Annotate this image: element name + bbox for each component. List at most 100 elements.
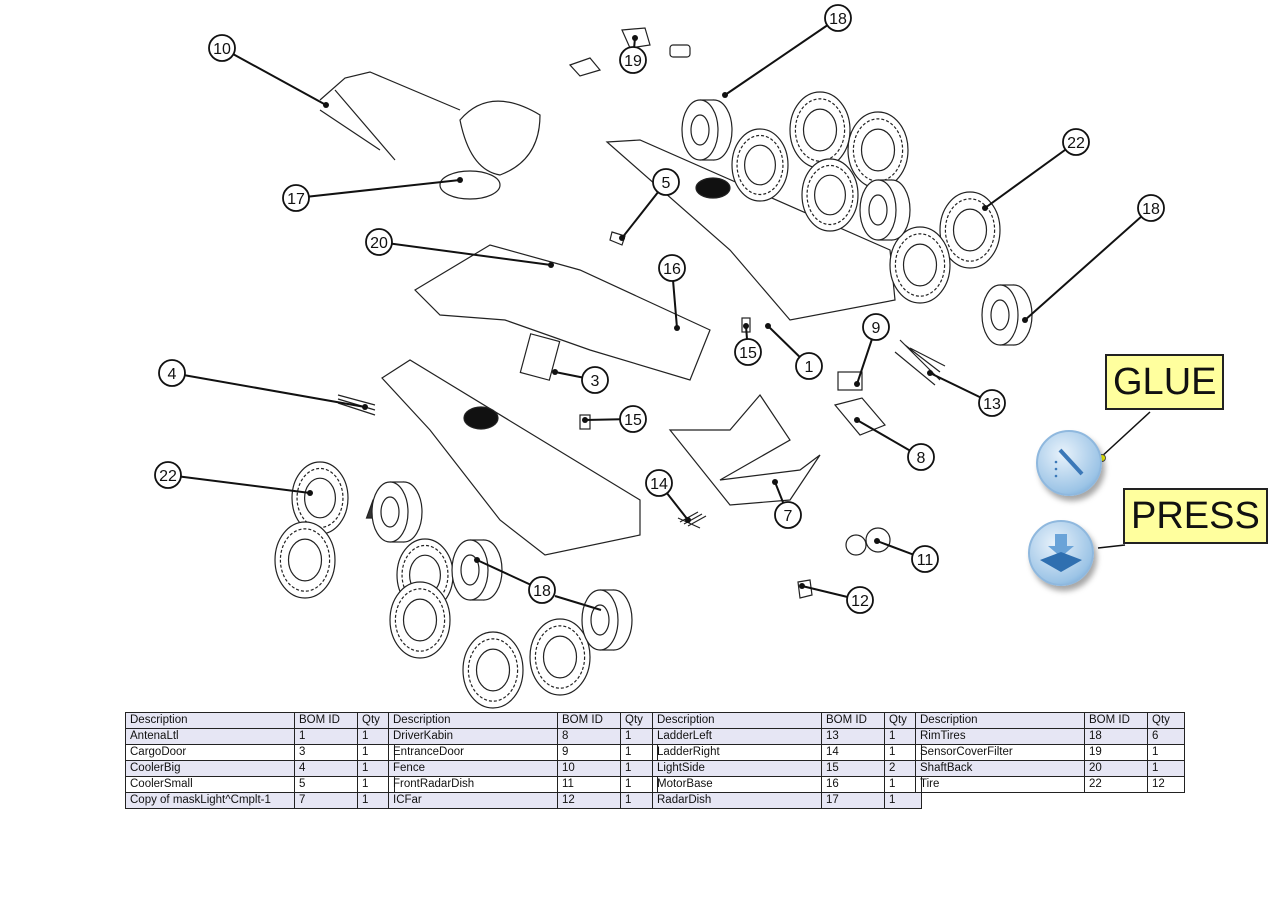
bom-cell: MotorBase (652, 776, 822, 793)
balloon-circle (528, 576, 556, 604)
leader-dot (552, 369, 558, 375)
glue-tool-icon[interactable] (1036, 430, 1102, 496)
balloon-circle (154, 461, 182, 489)
fence-part (319, 71, 461, 161)
bom-cell: 11 (557, 776, 621, 793)
balloon-circle (1137, 194, 1165, 222)
balloon-callout: 9 (854, 313, 890, 387)
bom-cell: 19 (1084, 744, 1148, 761)
balloon-number: 9 (872, 320, 881, 337)
balloon-number: 22 (1067, 135, 1085, 152)
bom-header-cell: Description (915, 712, 1085, 729)
balloon-number: 11 (917, 552, 934, 569)
balloon-circle (978, 389, 1006, 417)
bom-cell: 15 (821, 760, 885, 777)
balloon-circle (734, 338, 762, 366)
bom-cell: 1 (620, 760, 658, 777)
balloon-number: 10 (213, 41, 231, 58)
bom-header-cell: Qty (1147, 712, 1185, 729)
bom-cell: 1 (1147, 744, 1185, 761)
bom-cell: 13 (821, 728, 885, 745)
leader-dot (854, 417, 860, 423)
chassis-plate-lower (381, 359, 641, 556)
tire-part (731, 128, 789, 202)
leader-line (554, 595, 602, 611)
rim-tire-part (859, 179, 911, 241)
bom-cell: 7 (294, 792, 358, 809)
leader-dot (474, 557, 480, 563)
motor-base-part (414, 244, 711, 381)
balloon-circle (658, 254, 686, 282)
tire-part (889, 226, 951, 304)
balloon-circle (774, 501, 802, 529)
leader-line (167, 474, 311, 494)
leader-dot (619, 235, 625, 241)
chassis-hole (463, 406, 499, 430)
bom-cell: CargoDoor (125, 744, 295, 761)
bom-cell: Copy of maskLight^Cmplt-1 (125, 792, 295, 809)
balloon-callout: 17 (282, 177, 463, 212)
tire-part (462, 631, 524, 709)
balloon-callout: 3 (552, 366, 609, 394)
bom-cell: 6 (1147, 728, 1185, 745)
balloon-callout: 5 (619, 168, 680, 241)
leader-dot (1022, 317, 1028, 323)
balloon-circle (645, 469, 673, 497)
balloon-callout: 8 (854, 417, 935, 471)
balloon-number: 18 (533, 583, 551, 600)
balloon-circle (208, 34, 236, 62)
driver-kabin-part (833, 397, 886, 436)
bom-cell: 1 (294, 728, 358, 745)
balloon-callout: 13 (927, 370, 1006, 417)
leader-dot (743, 323, 749, 329)
parts-layer (274, 27, 1033, 709)
balloon-circle (911, 545, 939, 573)
balloon-number: 16 (663, 261, 681, 278)
balloon-number: 14 (650, 476, 668, 493)
balloon-circle (619, 405, 647, 433)
bom-cell: Fence (388, 760, 558, 777)
bom-header-cell: BOM ID (294, 712, 358, 729)
bom-cell: RimTires (915, 728, 1085, 745)
balloon-number: 3 (591, 373, 600, 390)
bom-header-cell: Qty (884, 712, 922, 729)
bom-cell: RadarDish (652, 792, 822, 809)
balloon-circle (824, 4, 852, 32)
balloon-callout: 15 (582, 405, 647, 433)
tire-part (789, 91, 851, 169)
tire-part (529, 618, 591, 696)
balloon-number: 15 (624, 412, 642, 429)
balloon-callout: 10 (208, 34, 329, 108)
balloon-number: 4 (168, 366, 177, 383)
bom-cell: AntenaLtl (125, 728, 295, 745)
leader-dot (323, 102, 329, 108)
balloon-number: 5 (662, 175, 671, 192)
balloon-callout: 15 (734, 323, 762, 366)
sensor-cover-part (669, 44, 691, 58)
rim-tire-part (681, 99, 733, 161)
bom-header-cell: BOM ID (821, 712, 885, 729)
radar-dish-part (459, 100, 541, 176)
bom-cell: 12 (557, 792, 621, 809)
leader-dot (632, 35, 638, 41)
press-tool-icon[interactable] (1028, 520, 1094, 586)
balloon-circle (1062, 128, 1090, 156)
rim-tire-part (581, 589, 633, 651)
bom-cell: DriverKabin (388, 728, 558, 745)
leader-line (378, 241, 552, 266)
glue-callout: GLUE (1105, 354, 1225, 410)
glue-leader-line (1099, 411, 1151, 459)
